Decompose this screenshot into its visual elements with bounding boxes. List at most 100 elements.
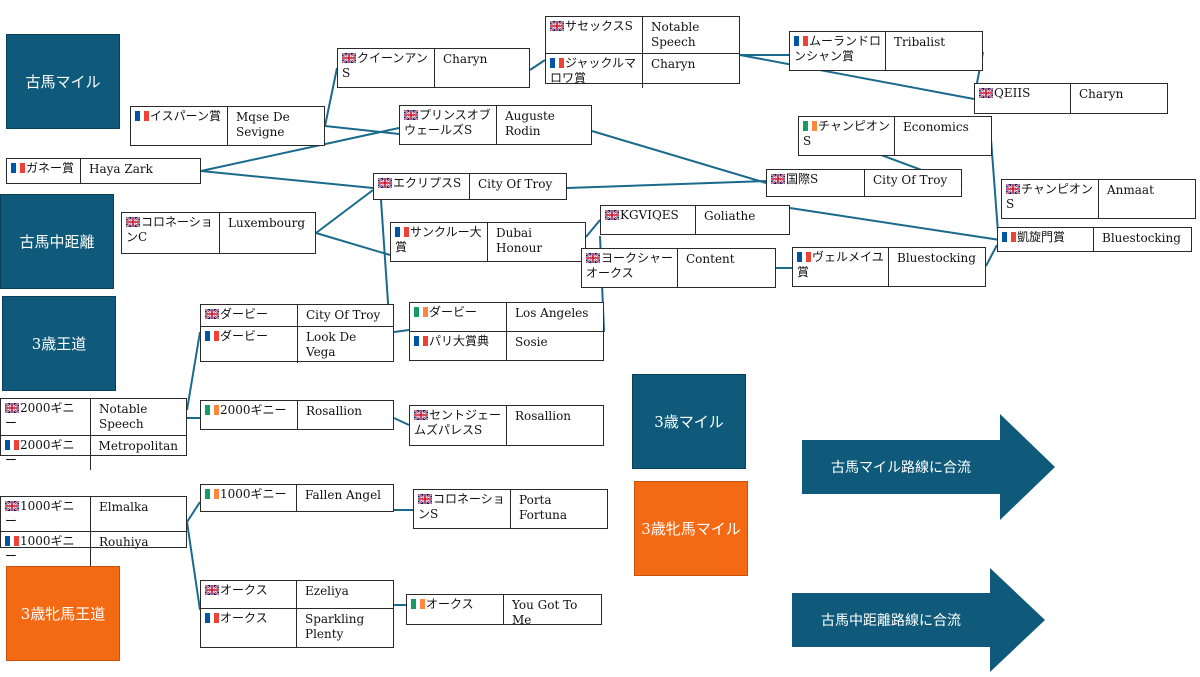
race-winner: Notable Speech (99, 402, 148, 431)
race-name: 凱旋門賞 (1017, 230, 1066, 244)
race-name: コロネーションC (126, 215, 213, 244)
race-name: チャンピオンS (803, 119, 890, 148)
race-group-1000-guineas: 1000ギニー Elmalka 1000ギニー Rouhiya (0, 496, 187, 566)
race-name: サンクルー大賞 (395, 225, 482, 254)
race-oaks-fr: オークス Sparkling Plenty (201, 608, 393, 647)
uk-flag-icon (125, 216, 141, 228)
race-name: QEIIS (994, 86, 1031, 100)
race-name: ジャックルマロワ賞 (550, 56, 637, 85)
race-ganay: ガネー賞 Haya Zark (6, 158, 201, 184)
race-name: オークス (220, 583, 268, 597)
race-name: ダービー (220, 329, 269, 343)
race-name: 2000ギニー (5, 401, 75, 430)
connector-line (591, 130, 767, 184)
connector-line (789, 207, 1001, 241)
france-flag-icon (5, 439, 19, 450)
race-name: オークス (426, 597, 474, 611)
france-flag-icon (414, 335, 428, 346)
uk-flag-icon (978, 87, 994, 99)
race-winner: Content (686, 252, 735, 266)
france-flag-icon (205, 612, 219, 623)
race-winner: Dubai Honour (496, 226, 543, 255)
race-winner: Luxembourg (228, 216, 305, 230)
race-2000-guineas-fr: 2000ギニー Metropolitan (1, 435, 186, 470)
race-winner: Rosallion (306, 404, 363, 418)
ireland-flag-icon (205, 404, 219, 415)
uk-flag-icon (4, 402, 20, 414)
race-winner: Rouhiya (99, 535, 149, 549)
race-name: 国際S (786, 172, 819, 186)
ireland-flag-icon (803, 120, 817, 131)
race-winner: City Of Troy (873, 173, 948, 187)
uk-flag-icon (377, 177, 393, 189)
race-winner: Elmalka (99, 500, 149, 514)
race-kgviqes: KGVIQES Goliathe (600, 205, 790, 235)
race-name: ダービー (220, 307, 269, 321)
race-jacques-marois: ジャックルマロワ賞 Charyn (546, 53, 739, 88)
race-name: 1000ギニー (5, 534, 75, 563)
uk-flag-icon (403, 109, 419, 121)
race-name: 1000ギニー (5, 499, 75, 528)
race-vermeille: ヴェルメイユ賞 Bluestocking (792, 247, 986, 287)
race-sussex: サセックスS Notable Speech (546, 17, 739, 53)
race-winner: You Got To Me (512, 598, 578, 627)
race-name: オークス (220, 611, 268, 625)
ireland-flag-icon (414, 306, 428, 317)
race-saint-cloud: サンクルー大賞 Dubai Honour (390, 222, 586, 262)
uk-flag-icon (770, 173, 786, 185)
race-1000-guineas-fr: 1000ギニー Rouhiya (1, 531, 186, 566)
race-winner: Charyn (651, 57, 696, 71)
ireland-flag-icon (411, 598, 425, 609)
connector-line (393, 417, 410, 426)
race-coronation-cup: コロネーションC Luxembourg (121, 212, 316, 254)
merge-arrow-middle: 古馬中距離路線に合流 (792, 568, 1045, 672)
uk-flag-icon (585, 252, 601, 264)
race-name: チャンピオンS (1006, 182, 1093, 211)
race-winner: Porta Fortuna (519, 493, 568, 522)
race-winner: Auguste Rodin (505, 109, 555, 138)
connector-line (393, 329, 410, 333)
race-name: サセックスS (565, 19, 633, 33)
category-three-yo-classic: 3歳王道 (2, 296, 116, 391)
race-coronation-stakes: コロネーションS Porta Fortuna (413, 489, 608, 529)
race-winner: Sosie (515, 335, 548, 349)
race-group-derby-gb-fr: ダービー City Of Troy ダービー Look De Vega (200, 304, 394, 363)
uk-flag-icon (341, 52, 357, 64)
race-british-champion: チャンピオンS Anmaat (1001, 179, 1196, 219)
race-qeii: QEIIS Charyn (974, 83, 1168, 114)
race-winner: Mqse De Sevigne (236, 110, 290, 139)
race-winner: Rosallion (515, 409, 572, 423)
connector-line (324, 125, 400, 135)
merge-arrow-mile: 古馬マイル路線に合流 (802, 414, 1055, 520)
race-oaks-ie: オークス You Got To Me (406, 594, 602, 627)
race-winner: Anmaat (1107, 183, 1154, 197)
connector-line (186, 521, 201, 611)
connector-line (315, 232, 391, 256)
race-name: ヨークシャーオークス (586, 251, 674, 280)
uk-flag-icon (204, 584, 220, 596)
connector-line (739, 54, 975, 100)
race-2000-guineas-ie: 2000ギニー Rosallion (200, 400, 394, 430)
race-winner: City Of Troy (478, 177, 553, 191)
uk-flag-icon (4, 500, 20, 512)
race-winner: Sparkling Plenty (305, 612, 365, 641)
race-derby-gb: ダービー City Of Troy (201, 305, 393, 326)
category-old-mile: 古馬マイル (6, 34, 120, 129)
race-arc: 凱旋門賞 Bluestocking (997, 227, 1192, 252)
race-name: 2000ギニー (5, 438, 75, 467)
race-name: セントジェームズパレスS (414, 408, 502, 437)
race-derby-ie: ダービー Los Angeles (410, 303, 603, 331)
race-winner: Fallen Angel (305, 488, 382, 502)
france-flag-icon (205, 330, 219, 341)
connector-line (315, 189, 374, 234)
connector-line (200, 127, 400, 172)
race-yorkshire-oaks: ヨークシャーオークス Content (581, 248, 776, 288)
connector-line (186, 501, 201, 523)
uk-flag-icon (204, 308, 220, 320)
race-group-derby-ie-paris: ダービー Los Angeles パリ大賞典 Sosie (409, 302, 604, 361)
connector-line (324, 67, 338, 127)
race-name: コロネーションS (418, 492, 505, 521)
race-winner: Goliathe (704, 209, 756, 223)
race-name: ガネー賞 (26, 161, 75, 175)
race-prince-of-wales: プリンスオブウェールズS Auguste Rodin (399, 105, 592, 145)
